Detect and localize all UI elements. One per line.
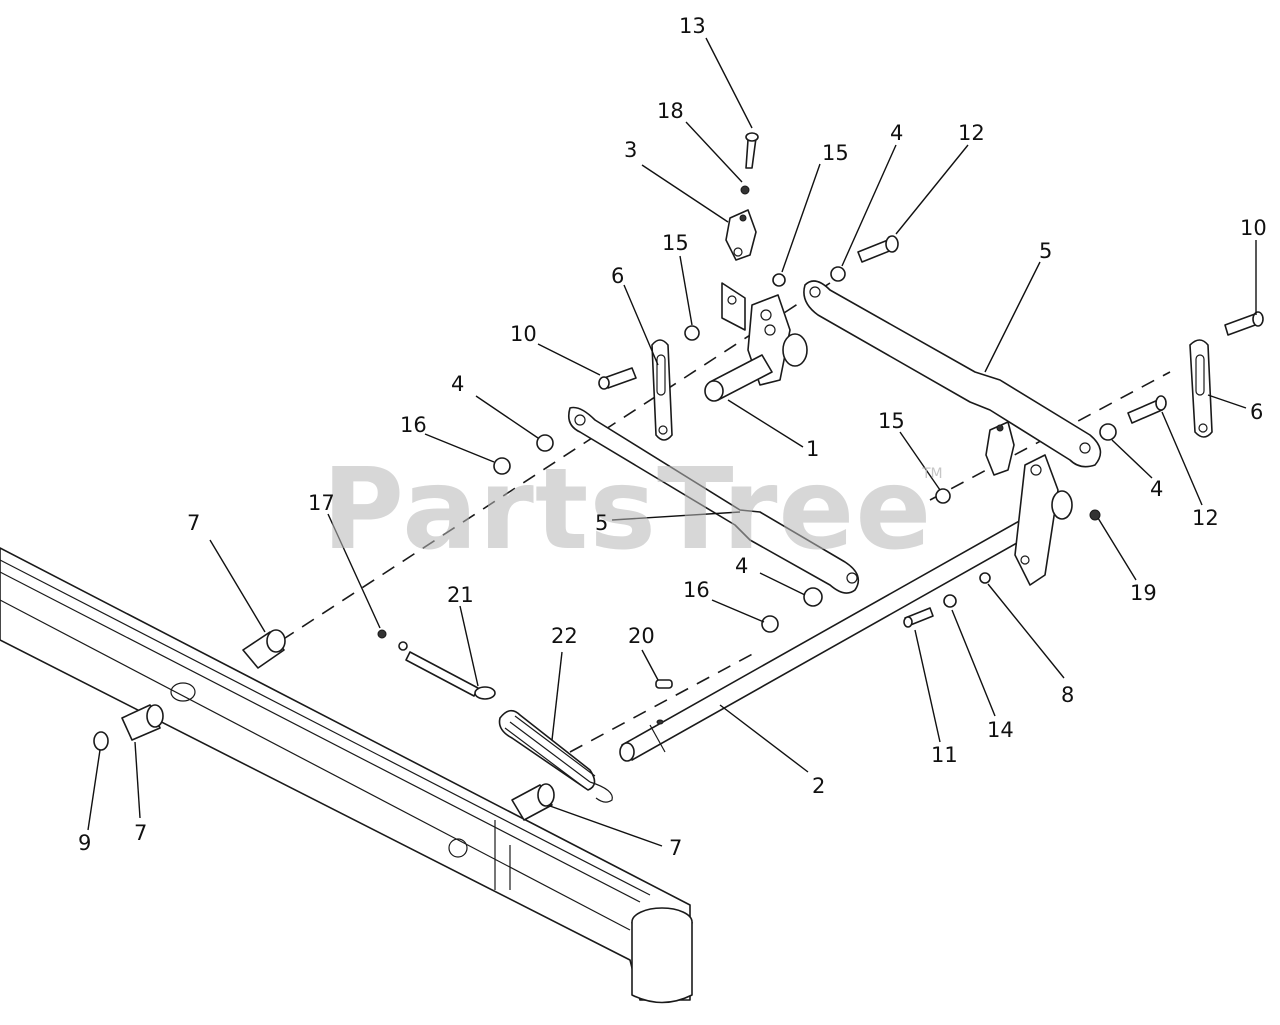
link-arm-right	[803, 280, 1102, 468]
trademark-mark: TM	[921, 466, 943, 482]
nuts-and-washers	[93, 185, 1117, 751]
callout-6-right: 6	[1250, 400, 1263, 424]
callout-10-left: 10	[510, 322, 537, 346]
callout-22: 22	[551, 624, 578, 648]
callout-19: 19	[1130, 581, 1157, 605]
callout-2: 2	[812, 774, 825, 798]
pivot-bracket-right	[985, 421, 1015, 476]
center-axis-line	[281, 282, 831, 641]
right-bracket-plate	[1014, 454, 1073, 586]
callout-17: 17	[308, 491, 335, 515]
lower-axis-line	[569, 649, 761, 753]
callout-9: 9	[78, 831, 91, 855]
callout-10-right: 10	[1240, 216, 1267, 240]
leader-lines	[87, 37, 1257, 847]
watermark: PartsTree	[322, 445, 932, 575]
slotted-plate-left	[651, 339, 673, 441]
callout-21: 21	[447, 583, 474, 607]
callout-14: 14	[987, 718, 1014, 742]
bushings	[121, 629, 555, 821]
callout-4-bottom: 4	[735, 554, 748, 578]
slotted-plate-right	[1189, 339, 1213, 438]
callout-15-mid: 15	[662, 231, 689, 255]
callout-7-left: 7	[134, 821, 147, 845]
right-axis-line	[929, 371, 1171, 501]
bolts	[598, 132, 1264, 689]
callout-16-bottom: 16	[683, 578, 710, 602]
pin-and-spring	[405, 651, 613, 803]
callout-4-left: 4	[451, 372, 464, 396]
callout-8: 8	[1061, 683, 1074, 707]
callout-15-right: 15	[878, 409, 905, 433]
callout-15-top: 15	[822, 141, 849, 165]
callout-18: 18	[657, 99, 684, 123]
callout-4-top: 4	[890, 121, 903, 145]
callout-13: 13	[679, 14, 706, 38]
callout-20: 20	[628, 624, 655, 648]
callout-7-bottom: 7	[669, 836, 682, 860]
link-arm-left	[567, 406, 860, 594]
callout-16-left: 16	[400, 413, 427, 437]
callout-12-right: 12	[1192, 506, 1219, 530]
callout-1: 1	[806, 437, 819, 461]
callout-5-top: 5	[1039, 239, 1052, 263]
callout-7-top: 7	[187, 511, 200, 535]
callout-6-left: 6	[611, 264, 624, 288]
frame-rail	[0, 547, 693, 1004]
callout-4-right: 4	[1150, 477, 1163, 501]
callout-11: 11	[931, 743, 958, 767]
center-pivot-assembly	[704, 282, 808, 402]
pivot-bracket-3	[725, 209, 757, 261]
callout-12-top: 12	[958, 121, 985, 145]
callout-labels: 13 18 3 15 4 12 10 15 5 6 10 4 6 16 15 1…	[78, 14, 1267, 860]
callout-3: 3	[624, 138, 637, 162]
callout-5-bottom: 5	[595, 511, 608, 535]
